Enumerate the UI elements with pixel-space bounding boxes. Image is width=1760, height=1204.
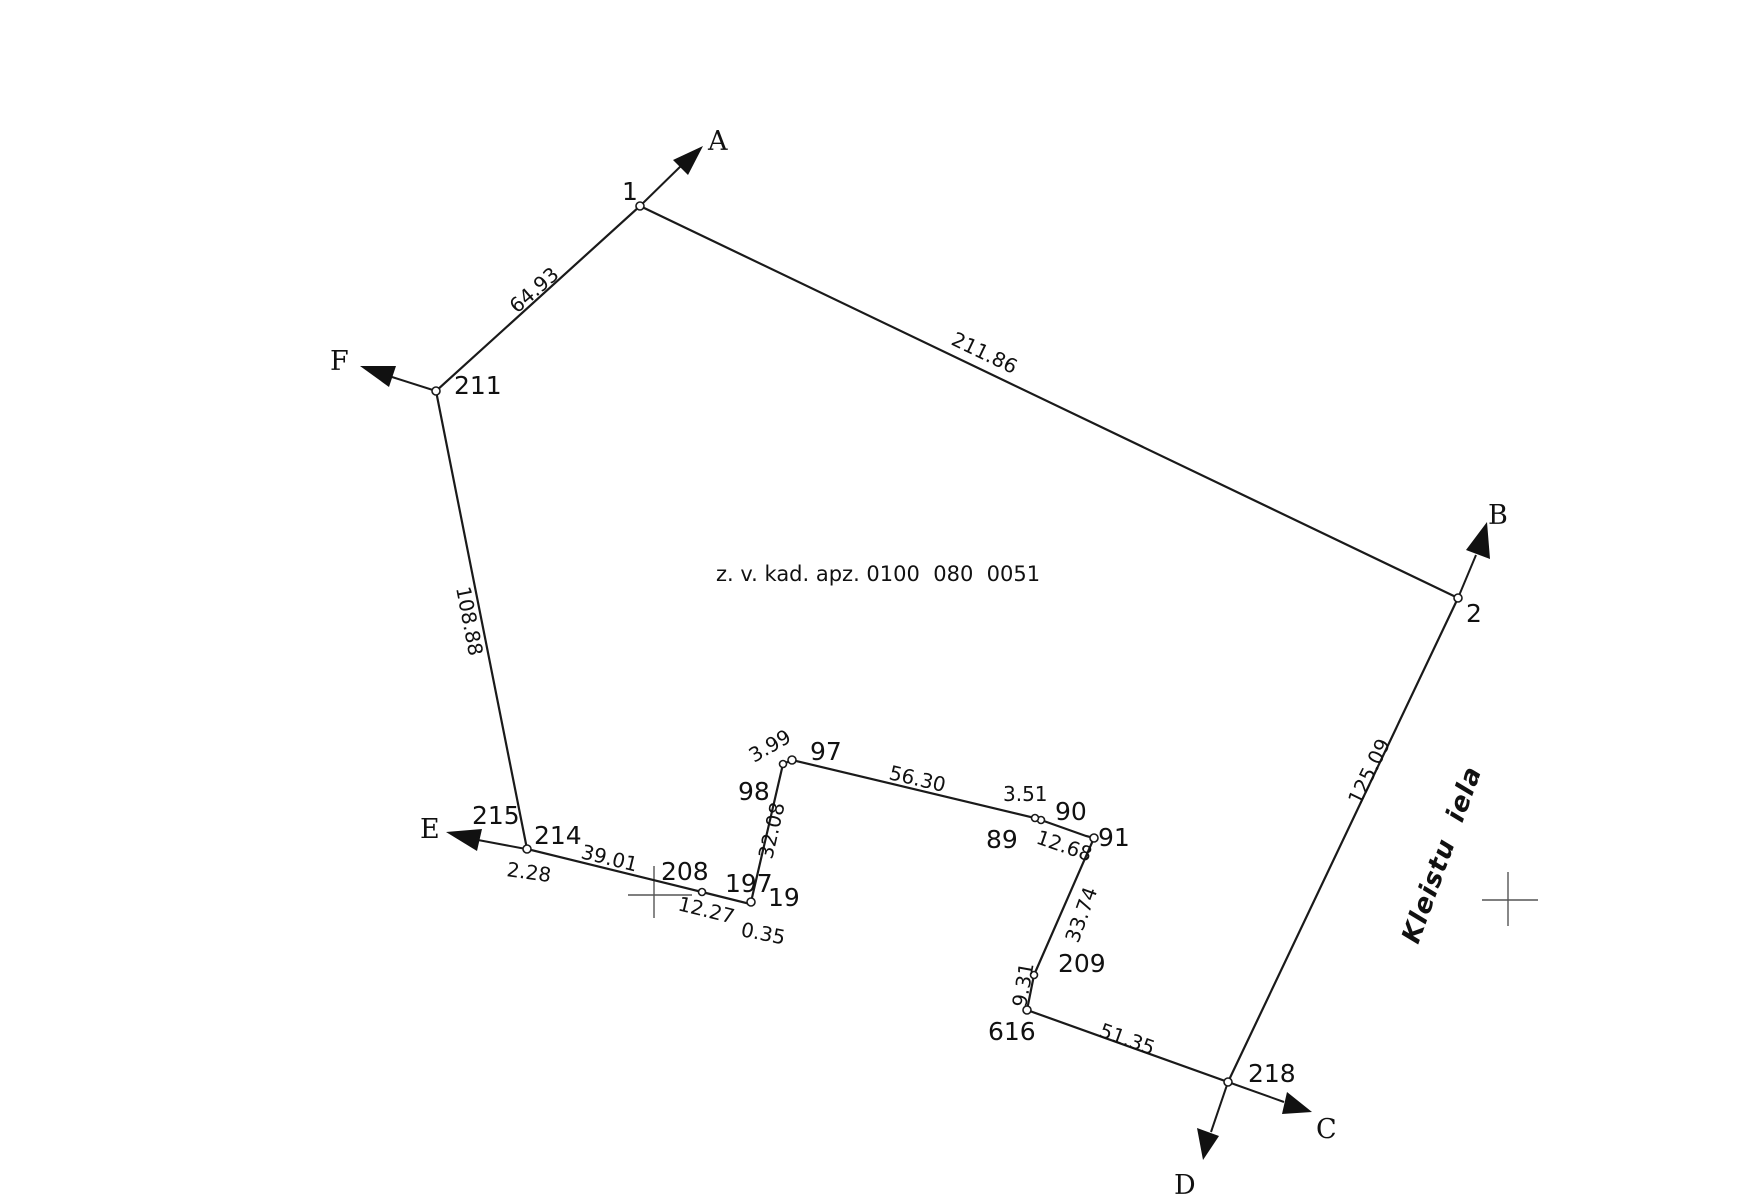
length-19-98: 32.08 bbox=[753, 800, 789, 861]
length-97-89: 56.30 bbox=[887, 761, 948, 797]
arrowhead-a bbox=[673, 146, 703, 175]
direction-e: E bbox=[420, 814, 440, 845]
direction-f: F bbox=[330, 346, 349, 377]
length-209-616: 9.31 bbox=[1007, 961, 1038, 1009]
point-616: 616 bbox=[988, 1017, 1036, 1046]
street-name-label: Kleistu iela bbox=[1396, 762, 1488, 947]
point-19: 19 bbox=[768, 883, 800, 912]
parcel-boundary bbox=[434, 204, 1460, 1084]
length-90-91: 12.68 bbox=[1033, 825, 1095, 866]
point-91: 91 bbox=[1098, 823, 1130, 852]
length-89-90: 3.51 bbox=[1003, 782, 1048, 806]
point-1: 1 bbox=[622, 177, 638, 206]
length-197-19: 0.35 bbox=[739, 917, 787, 949]
parcel-cadastral-label: z. v. kad. apz. 0100 080 0051 bbox=[716, 562, 1040, 586]
arrowhead-d bbox=[1197, 1128, 1219, 1160]
length-211-214: 108.88 bbox=[451, 584, 488, 657]
length-616-218: 51.35 bbox=[1096, 1018, 1158, 1060]
point-98: 98 bbox=[738, 777, 770, 806]
arrowhead-b bbox=[1466, 522, 1490, 559]
point-90: 90 bbox=[1055, 797, 1087, 826]
point-214: 214 bbox=[534, 821, 582, 850]
direction-a: A bbox=[707, 126, 728, 157]
point-labels: 1 2 211 215 214 208 197 19 98 97 90 89 9… bbox=[454, 177, 1482, 1088]
direction-d: D bbox=[1174, 1170, 1196, 1201]
survey-crosses bbox=[628, 866, 1538, 926]
arrowhead-c bbox=[1282, 1092, 1312, 1114]
vertex-markers bbox=[431, 201, 1463, 1087]
length-91-209: 33.74 bbox=[1060, 884, 1102, 946]
length-1-211: 64.93 bbox=[505, 262, 564, 318]
length-2-218: 125.09 bbox=[1343, 735, 1395, 808]
arrowhead-f bbox=[360, 366, 396, 387]
point-215: 215 bbox=[472, 801, 520, 830]
point-2: 2 bbox=[1466, 599, 1482, 628]
point-208: 208 bbox=[661, 857, 709, 886]
direction-rays bbox=[360, 146, 1490, 1160]
direction-labels: A B C D E F bbox=[330, 126, 1508, 1201]
point-97: 97 bbox=[810, 737, 842, 766]
length-214-208: 39.01 bbox=[579, 840, 640, 877]
segment-length-labels: 64.93 211.86 108.88 125.09 2.28 39.01 12… bbox=[451, 262, 1395, 1060]
length-215-214: 2.28 bbox=[505, 857, 552, 887]
point-209: 209 bbox=[1058, 949, 1106, 978]
direction-b: B bbox=[1488, 500, 1508, 531]
point-218: 218 bbox=[1248, 1059, 1296, 1088]
direction-c: C bbox=[1316, 1114, 1337, 1145]
point-89: 89 bbox=[986, 825, 1018, 854]
arrowhead-e bbox=[446, 829, 482, 851]
point-211: 211 bbox=[454, 371, 502, 400]
point-197: 197 bbox=[725, 869, 773, 898]
